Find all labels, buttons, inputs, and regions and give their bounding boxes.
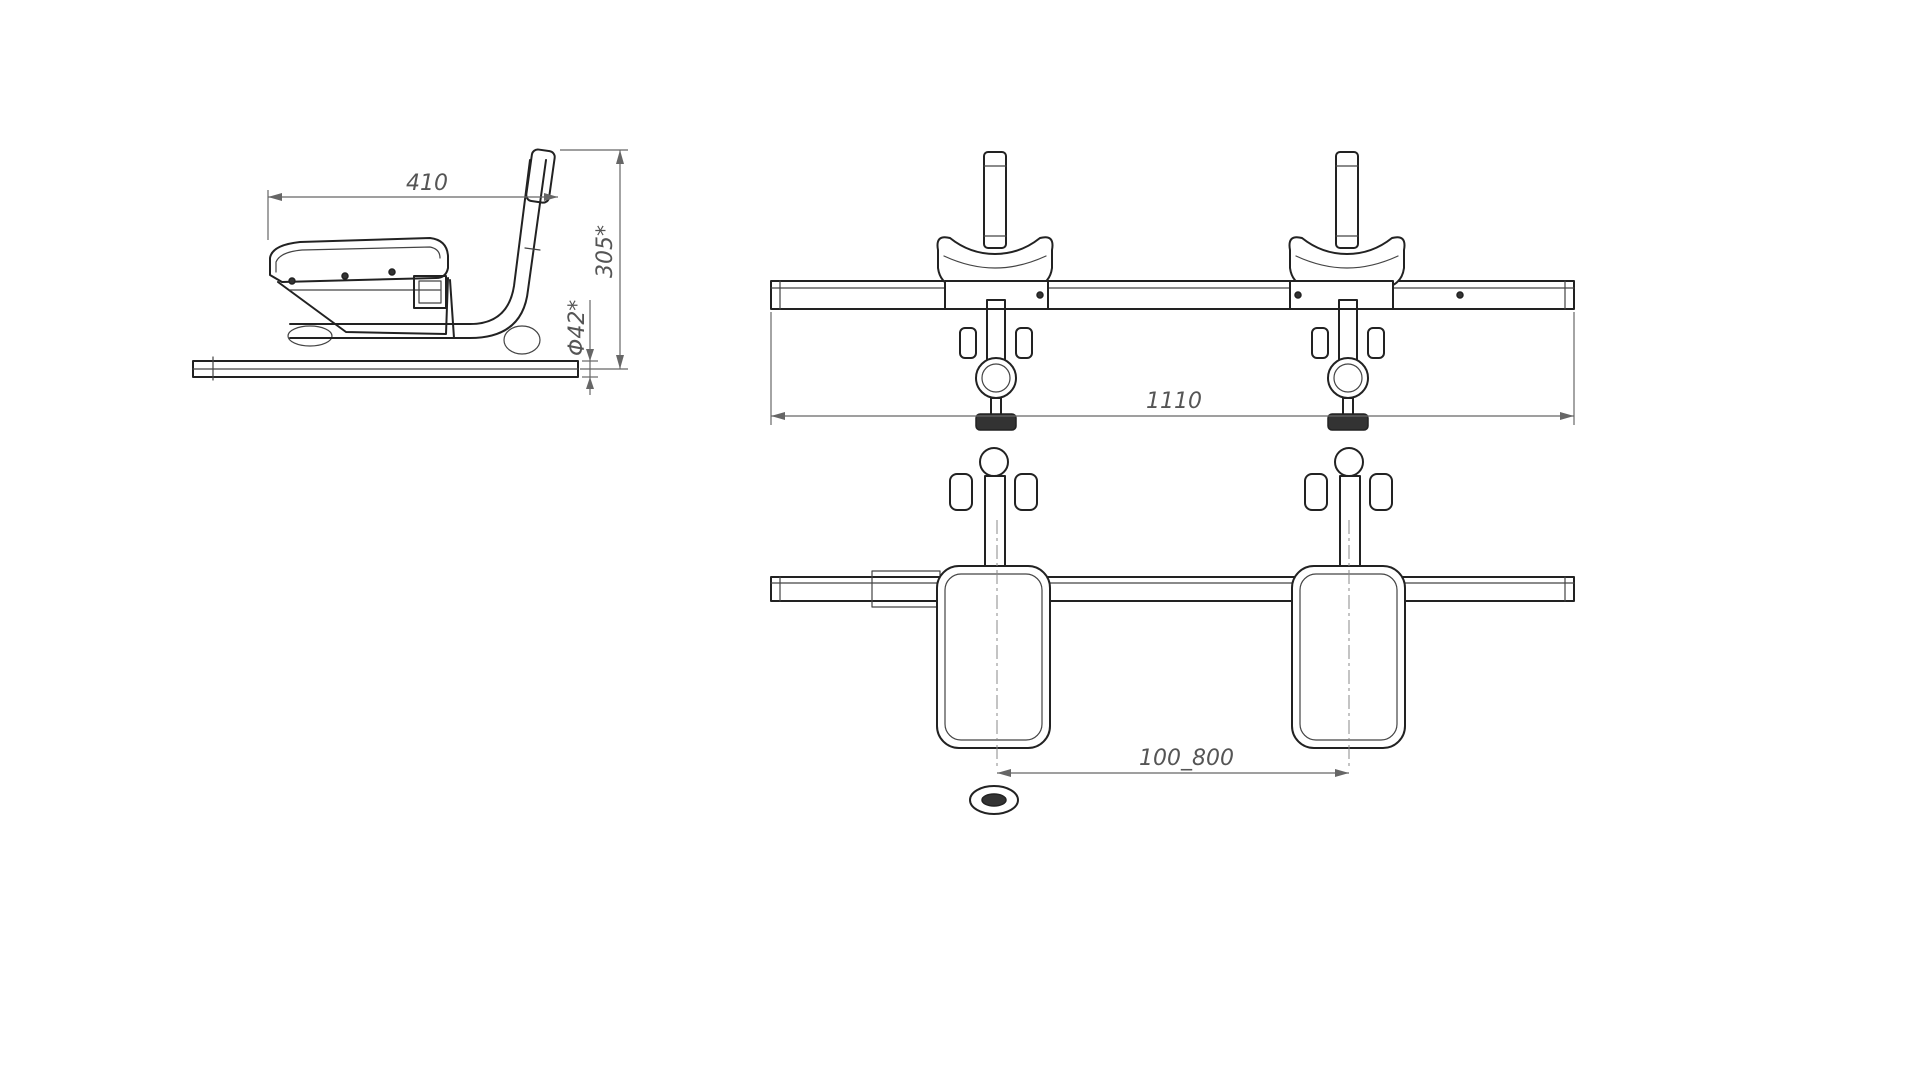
side-view-base-tube — [192, 356, 579, 381]
dimension-label-tube-diameter: Φ42* — [565, 300, 590, 356]
dimension-tube-diameter: Φ42* — [565, 300, 598, 395]
dimension-total-width: 1110 — [770, 312, 1575, 425]
front-view-assembly-left — [936, 151, 1054, 431]
front-view-assembly-right — [1288, 151, 1464, 431]
dimension-side-length: 410 — [267, 171, 558, 240]
dimension-label-side-length: 410 — [406, 171, 448, 196]
dimension-pad-spacing: 100_800 — [997, 746, 1349, 777]
front-view-main-bar — [770, 280, 1575, 310]
top-view: 100_800 — [770, 447, 1575, 815]
top-view-main-bar — [770, 570, 1575, 608]
side-view: 410 305* Φ42* — [192, 148, 628, 395]
top-view-assembly-right — [1291, 447, 1406, 770]
side-view-wheel — [287, 325, 333, 347]
dimension-label-total-width: 1110 — [1146, 389, 1202, 414]
front-view: 1110 — [770, 151, 1575, 431]
dimension-side-height: 305* — [560, 149, 628, 370]
side-view-pad — [269, 237, 455, 339]
dimension-label-pad-spacing: 100_800 — [1139, 746, 1234, 771]
side-view-wheel — [503, 325, 541, 355]
top-view-assembly-left — [936, 447, 1051, 815]
side-view-bent-tube — [289, 148, 556, 339]
dimension-label-side-height: 305* — [593, 225, 618, 278]
